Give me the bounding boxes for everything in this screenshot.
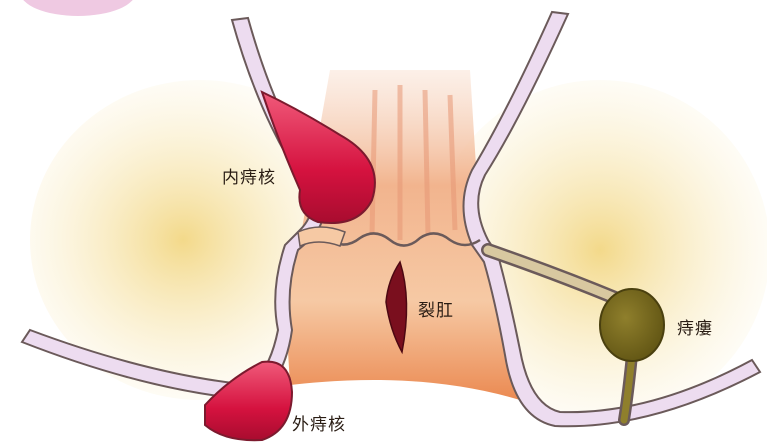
label-fistula: 痔瘻 [677,314,713,339]
label-internal-hemorrhoid: 内痔核 [222,163,276,188]
label-external-hemorrhoid: 外痔核 [292,410,346,435]
label-anal-fissure: 裂肛 [418,296,454,321]
corner-blob [20,0,136,16]
fistula-abscess [600,289,664,361]
